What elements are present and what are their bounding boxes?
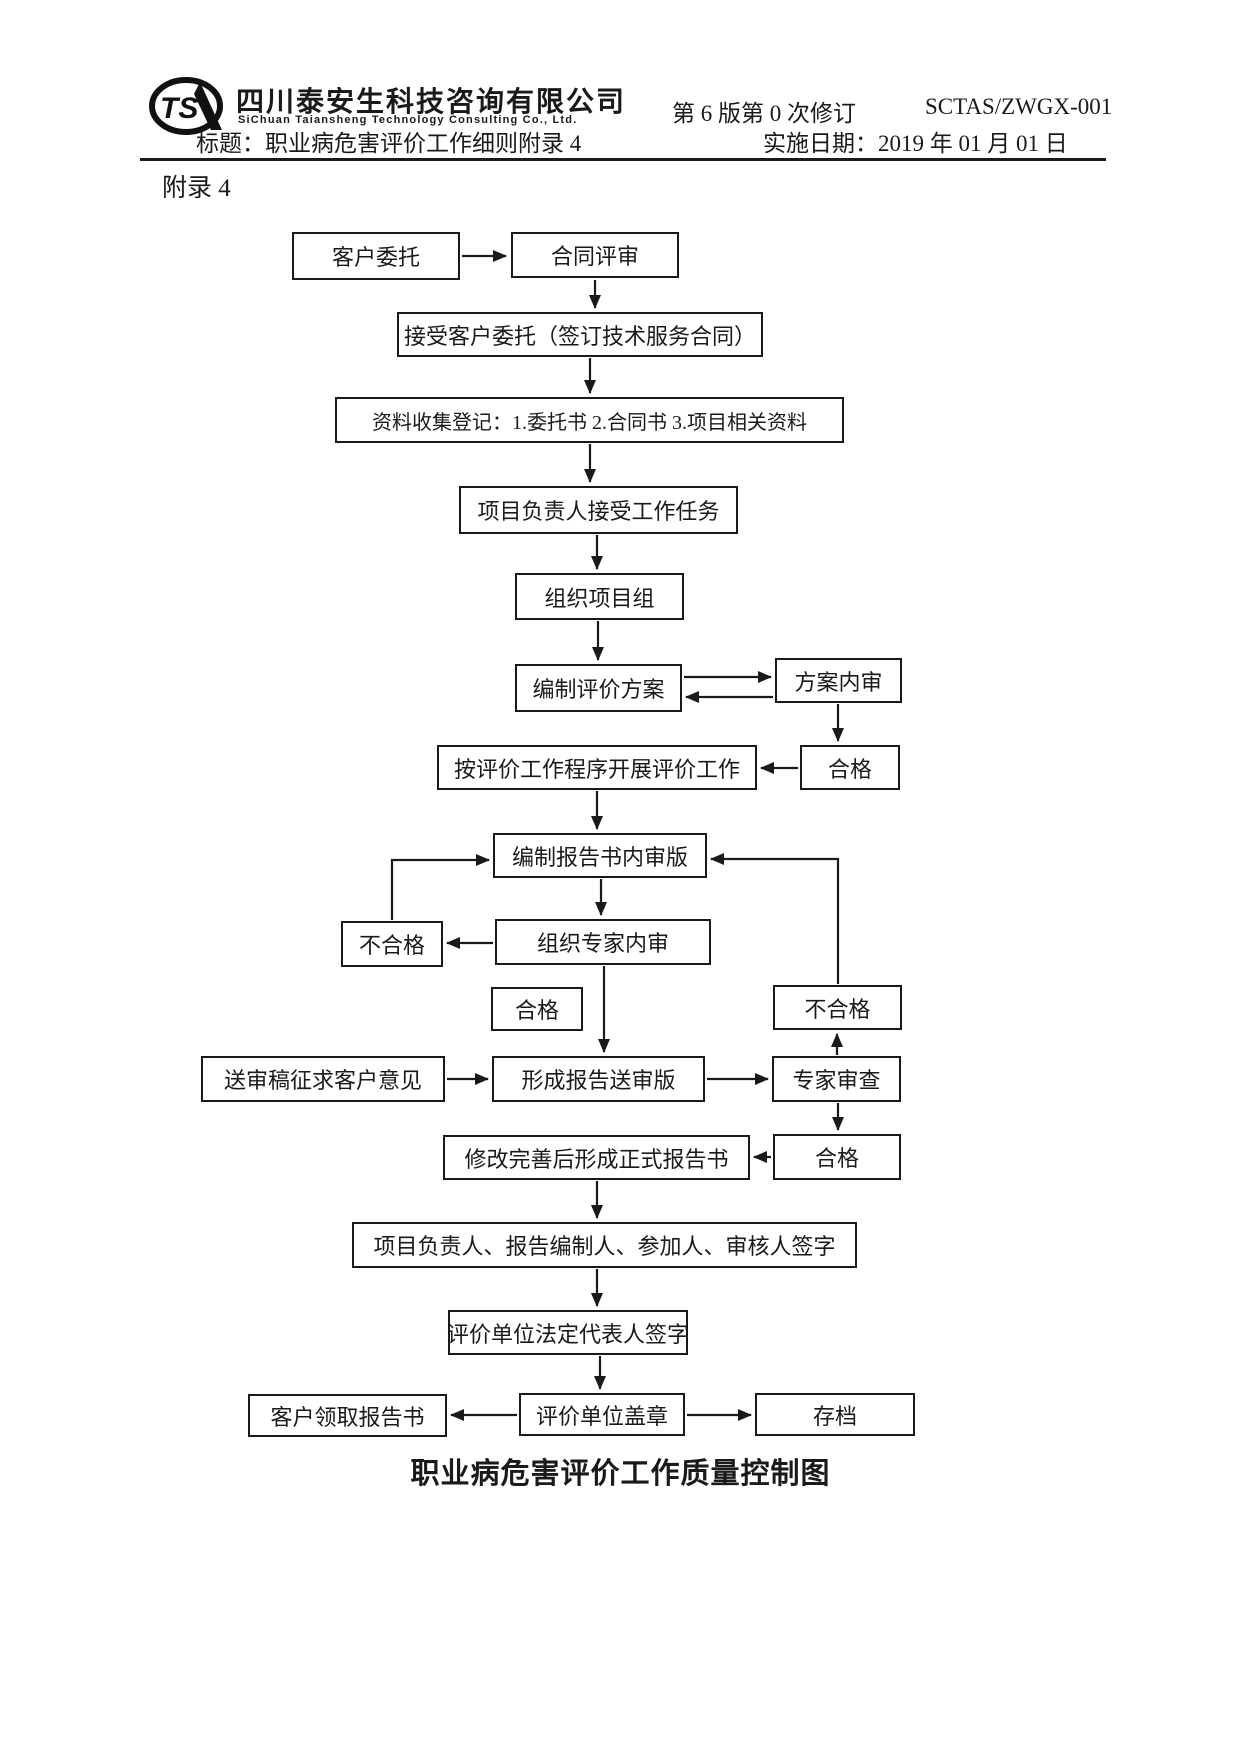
flow-box-leader-accept-task: 项目负责人接受工作任务	[459, 486, 738, 534]
flow-box-signatures: 项目负责人、报告编制人、参加人、审核人签字	[352, 1222, 857, 1268]
flow-box-submission-draft: 形成报告送审版	[492, 1056, 705, 1102]
flow-box-accept-entrust: 接受客户委托（签订技术服务合同）	[397, 312, 763, 357]
flow-box-client-receive-report: 客户领取报告书	[248, 1394, 447, 1437]
flow-box-unqualified-left: 不合格	[341, 921, 443, 967]
flow-box-plan-internal-review: 方案内审	[775, 658, 902, 703]
flow-box-legal-rep-signature: 评价单位法定代表人签字	[447, 1310, 689, 1355]
flow-box-expert-internal-review: 组织专家内审	[495, 919, 711, 965]
logo-monogram: TS	[160, 92, 198, 125]
flow-box-unqualified-right: 不合格	[773, 985, 902, 1030]
flow-box-data-collection: 资料收集登记：1.委托书 2.合同书 3.项目相关资料	[335, 397, 844, 443]
flow-box-archive: 存档	[755, 1393, 915, 1436]
flow-box-qualified-3: 合格	[773, 1134, 901, 1180]
flow-box-qualified-1: 合格	[800, 745, 900, 790]
doc-title: 标题：职业病危害评价工作细则附录 4	[196, 131, 582, 156]
doc-version: 第 6 版第 0 次修订	[672, 101, 856, 126]
flow-box-contract-review: 合同评审	[511, 232, 679, 278]
doc-date: 实施日期：2019 年 01 月 01 日	[763, 131, 1068, 156]
flow-box-organize-team: 组织项目组	[515, 573, 684, 620]
flow-box-solicit-client-opinion: 送审稿征求客户意见	[201, 1056, 445, 1102]
appendix-label: 附录 4	[162, 175, 231, 202]
flow-box-customer-entrust: 客户委托	[292, 232, 460, 280]
flow-box-carry-out-evaluation: 按评价工作程序开展评价工作	[437, 745, 757, 790]
doc-code: SCTAS/ZWGX-001	[925, 94, 1113, 119]
flow-box-internal-draft: 编制报告书内审版	[493, 833, 707, 878]
flow-box-official-report: 修改完善后形成正式报告书	[443, 1135, 750, 1180]
flow-box-qualified-2: 合格	[491, 987, 583, 1031]
company-logo-icon: TS	[149, 77, 223, 135]
flow-box-compile-plan: 编制评价方案	[515, 664, 682, 712]
header-divider	[140, 158, 1106, 161]
flow-box-unit-stamp: 评价单位盖章	[519, 1393, 685, 1436]
company-name-english: SiChuan Taiansheng Technology Consulting…	[238, 114, 578, 126]
flow-box-expert-review: 专家审查	[772, 1056, 901, 1102]
flowchart-caption: 职业病危害评价工作质量控制图	[410, 1458, 831, 1490]
company-name: 四川泰安生科技咨询有限公司	[236, 86, 627, 117]
